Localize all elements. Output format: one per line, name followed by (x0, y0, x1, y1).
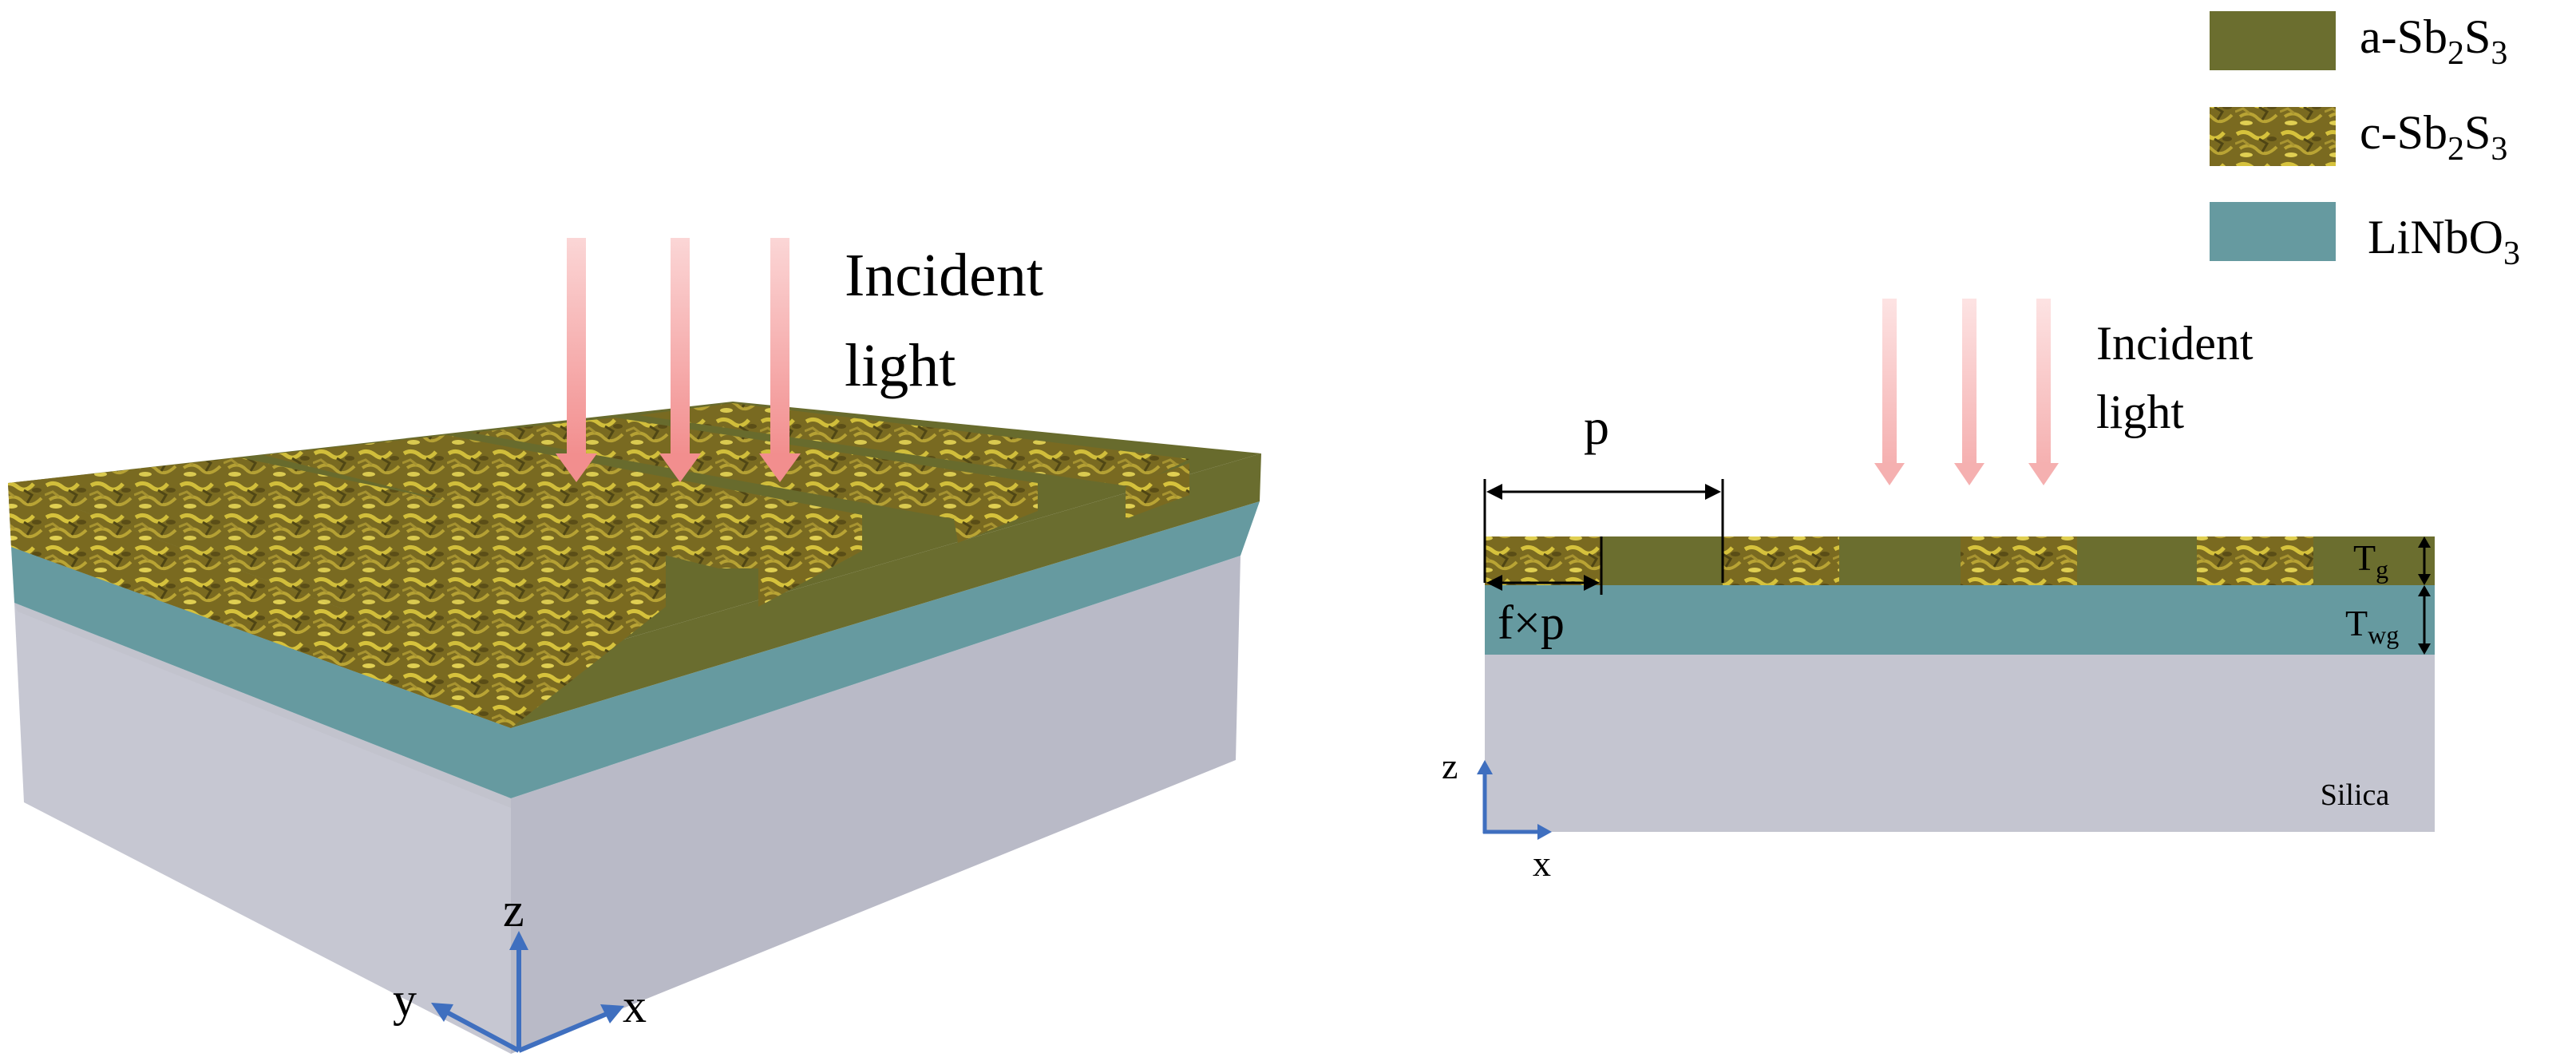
incident-arrow-r1 (1882, 299, 1897, 465)
linbo3-front-face (11, 547, 511, 798)
tg-arrow-bottom (2418, 574, 2431, 585)
legend-swatch-crystalline (2210, 107, 2336, 166)
crystalline-stripe-1 (8, 457, 666, 672)
incident-light-label-left-line2: light (845, 332, 956, 399)
grating-crystalline-2 (1723, 536, 1839, 585)
legend: a-Sb2S3 c-Sb2S3 LiNbO3 (2210, 10, 2520, 272)
period-arrow-left (1486, 484, 1502, 500)
axis-y-line (445, 1010, 520, 1053)
crystalline-stripe-2-side (718, 515, 862, 607)
left-3d-view: Incident light z y x (8, 238, 1261, 1054)
tg-arrow-top (2418, 536, 2431, 548)
amorphous-right-face (511, 453, 1261, 728)
axis-x-line (517, 1012, 608, 1053)
incident-arrow-3 (770, 238, 789, 455)
crystalline-stripe-2 (263, 435, 862, 568)
axis-y-arrowhead (431, 1003, 453, 1022)
incident-arrow-2 (671, 238, 690, 455)
incident-arrow-r3 (2036, 299, 2051, 465)
axis-z-label: z (503, 884, 524, 936)
period-label: p (1584, 398, 1609, 455)
axis-x-arrowhead (600, 1004, 624, 1023)
period-arrow-right (1705, 484, 1721, 500)
silica-right-face (511, 556, 1241, 1054)
crystalline-stripe-1-front (8, 483, 511, 728)
legend-swatch-linbo3 (2210, 202, 2336, 261)
crystalline-stripe-1-side (511, 547, 666, 728)
incident-light-label-left-line1: Incident (845, 242, 1043, 309)
grating-crystalline-3 (1961, 536, 2077, 585)
silica-top-edge (14, 603, 511, 808)
legend-label-crystalline: c-Sb2S3 (2360, 106, 2507, 168)
incident-arrowhead-1 (556, 453, 597, 482)
grating-crystalline-4 (2197, 536, 2313, 585)
incident-light-arrows-left (556, 238, 801, 482)
axes-3d: z y x (393, 884, 647, 1053)
crystalline-stripe-3-side (954, 483, 1038, 543)
tg-label: Tg (2353, 537, 2388, 584)
incident-arrowhead-r3 (2028, 463, 2059, 485)
axis-x2-arrowhead (1537, 824, 1552, 840)
axis-z-arrowhead (509, 931, 528, 950)
incident-light-label-right-line1: Incident (2096, 317, 2254, 370)
silica-front-face (14, 603, 511, 1054)
incident-arrowhead-r2 (1954, 463, 1984, 485)
legend-swatch-amorphous (2210, 11, 2336, 70)
fill-factor-label: f×p (1498, 596, 1565, 649)
axis-z2-arrowhead (1477, 760, 1493, 774)
twg-label: Twg (2345, 603, 2399, 649)
axis-z2-label: z (1442, 746, 1458, 786)
silica-label: Silica (2321, 778, 2390, 812)
incident-arrowhead-2 (659, 453, 701, 482)
fill-arrow-right (1584, 575, 1600, 591)
incident-arrowhead-3 (759, 453, 801, 482)
fill-arrow-left (1486, 575, 1502, 591)
incident-arrow-1 (567, 238, 586, 455)
axis-x-label: x (623, 980, 647, 1032)
silica-substrate (1485, 655, 2435, 832)
incident-light-label-right-line2: light (2096, 386, 2184, 438)
right-cross-section-view: p f×p Tg Twg Silica Incident l (1442, 299, 2435, 884)
grating-crystalline-1 (1485, 536, 1601, 585)
twg-arrow-top (2418, 585, 2431, 596)
axes-2d: z x (1442, 746, 1552, 884)
linbo3-waveguide (1485, 585, 2435, 655)
twg-arrow-bottom (2418, 643, 2431, 655)
axis-y-label: y (393, 973, 417, 1026)
incident-arrow-r2 (1962, 299, 1977, 465)
incident-light-arrows-right (1874, 299, 2059, 485)
linbo3-right-face (511, 501, 1260, 798)
crystalline-stripe-3 (471, 418, 1038, 519)
crystalline-stripe-4-side (1126, 463, 1189, 519)
axis-x2-label: x (1533, 843, 1551, 884)
incident-arrowhead-r1 (1874, 463, 1905, 485)
legend-label-amorphous: a-Sb2S3 (2360, 10, 2507, 72)
legend-label-linbo3: LiNbO3 (2368, 211, 2520, 272)
